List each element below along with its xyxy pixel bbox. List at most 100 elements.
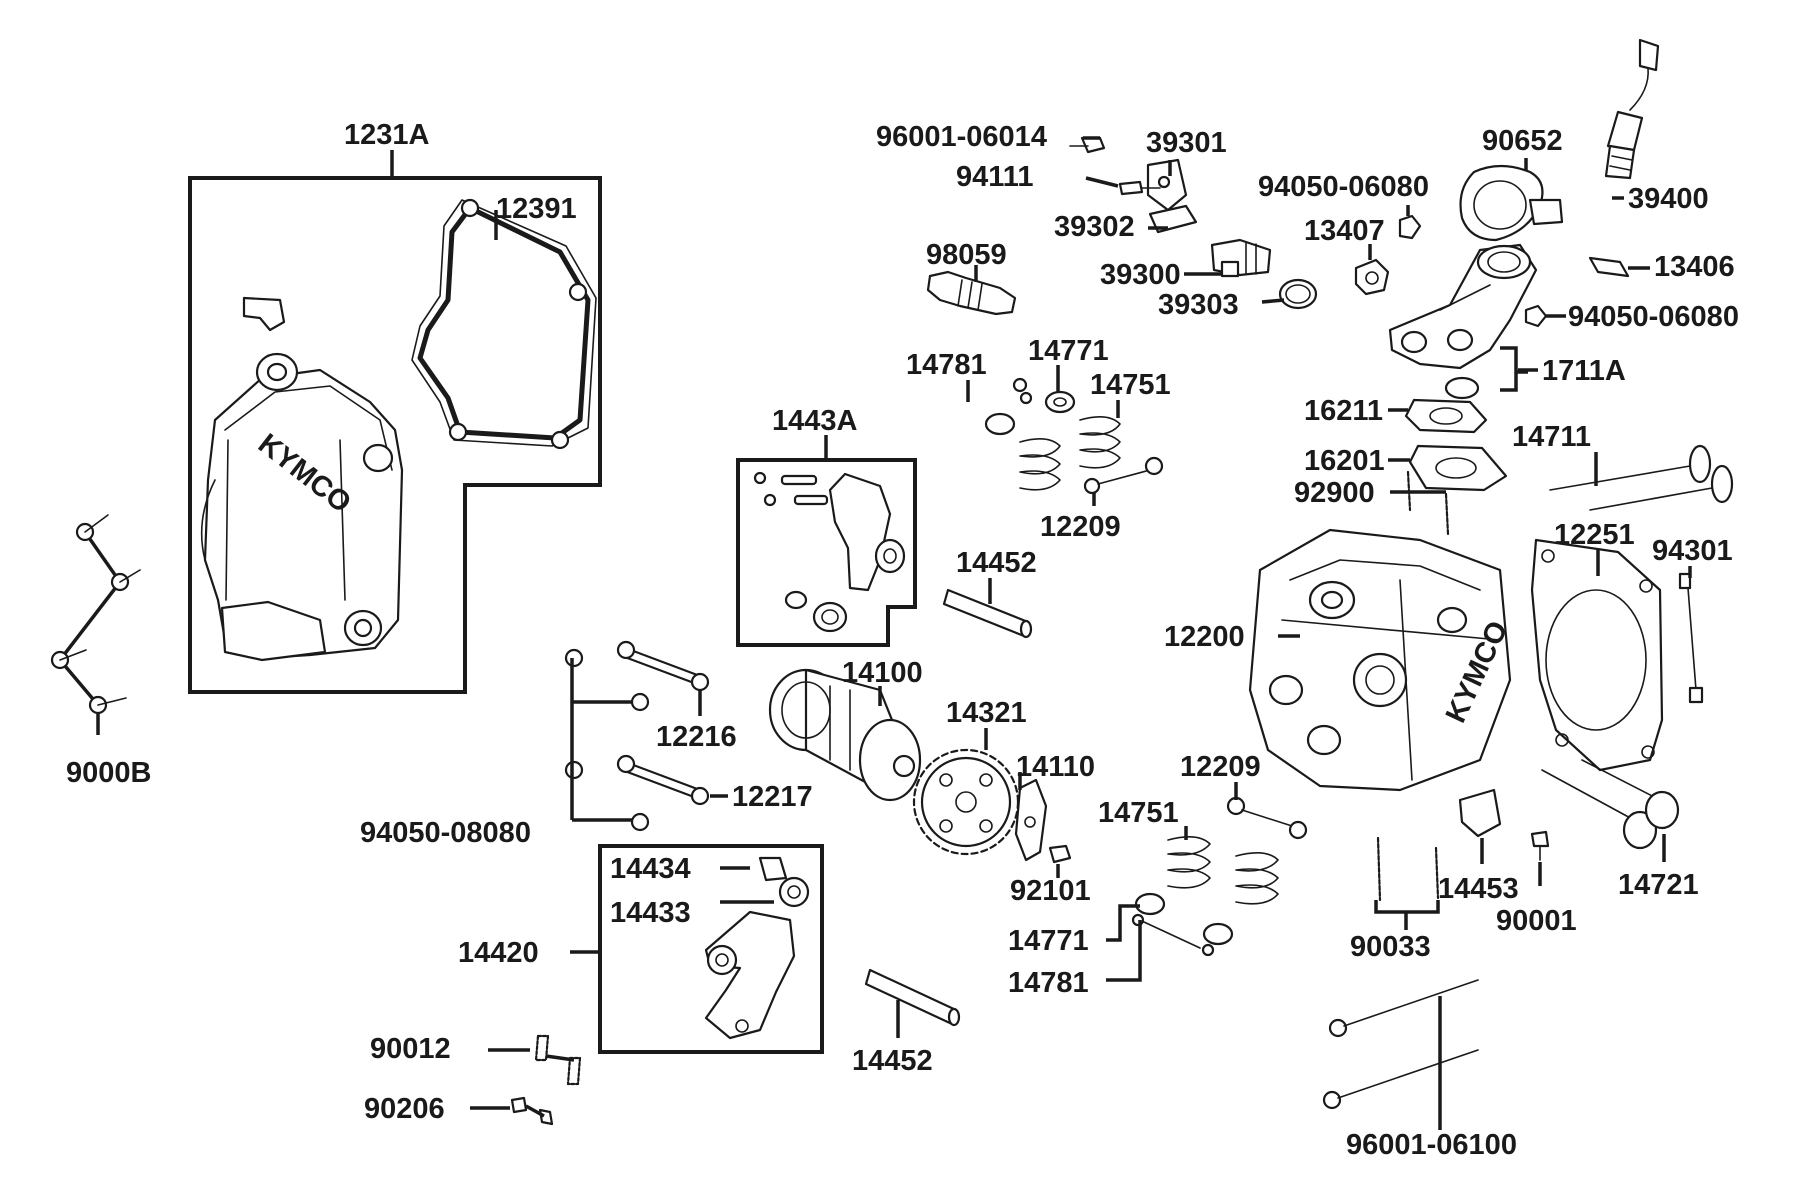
label-12216: 12216 [656, 721, 737, 753]
camshaft-14100 [768, 668, 922, 802]
label-9000B: 9000B [66, 757, 151, 789]
gasket-16211 [1404, 398, 1488, 434]
rocker-arm-14420 [704, 910, 796, 1040]
label-94111: 94111 [956, 161, 1033, 193]
bracket-13406 [1588, 256, 1630, 278]
label-14771-bottom: 14771 [1008, 925, 1089, 957]
clip-39302 [1148, 204, 1198, 234]
label-1711A: 1711A [1542, 355, 1626, 387]
bolt-92101 [1048, 844, 1072, 864]
label-90001: 90001 [1496, 905, 1577, 937]
cover-breather-elbow [242, 296, 286, 332]
leader-90206 [470, 1104, 545, 1118]
bolt-96001-06014 [1069, 136, 1106, 154]
label-39300: 39300 [1100, 259, 1181, 291]
collar-14434 [758, 856, 788, 882]
label-14781-bottom: 14781 [1008, 967, 1089, 999]
nut-94050-06080-side [1524, 304, 1548, 328]
sensor-13407 [1354, 258, 1390, 296]
springs-14751-bottom [1167, 836, 1279, 905]
label-14420: 14420 [458, 937, 539, 969]
cylinder-gasket-12251 [1530, 538, 1664, 772]
frame-14420 [598, 844, 824, 1054]
leader-94111 [1085, 176, 1119, 188]
label-1443A: 1443A [772, 405, 858, 437]
label-92900: 92900 [1294, 477, 1375, 509]
label-14434: 14434 [610, 853, 691, 885]
rocker-arm-1443A [753, 471, 906, 633]
label-14771-top: 14771 [1028, 335, 1109, 367]
retainer-14771-top [984, 390, 1076, 436]
retainers-14771-bottom [1131, 892, 1234, 957]
oring-39303 [1278, 278, 1318, 310]
label-39400: 39400 [1628, 183, 1709, 215]
label-14433: 14433 [610, 897, 691, 929]
bracket-1711A [1500, 346, 1528, 392]
label-39301: 39301 [1146, 127, 1227, 159]
cotter-14781-top [1012, 377, 1033, 405]
screws-90012 [534, 1034, 582, 1086]
insulator-16201 [1408, 444, 1508, 492]
frame-1231A [188, 176, 602, 694]
spark-plug-98059 [926, 270, 1017, 316]
label-96001-06100: 96001-06100 [1346, 1129, 1517, 1161]
label-14321: 14321 [946, 697, 1027, 729]
bracket-94050-08080 [570, 658, 632, 822]
seal-12209-bottom [1226, 796, 1308, 840]
label-14100: 14100 [842, 657, 923, 689]
label-14711: 14711 [1512, 421, 1591, 453]
throttle-body [1388, 243, 1538, 370]
leader-39303 [1261, 298, 1285, 304]
dowel-94301 [1678, 572, 1704, 704]
label-94301: 94301 [1652, 535, 1733, 567]
cover-bolts-9000B [50, 514, 141, 735]
label-90652: 90652 [1482, 125, 1563, 157]
label-12209-bottom: 12209 [1180, 751, 1261, 783]
cylinder-head-12200: KYMCO [1248, 528, 1514, 792]
label-90206: 90206 [364, 1093, 445, 1125]
label-39302: 39302 [1054, 211, 1135, 243]
throttle-clamp-90652 [1459, 164, 1564, 242]
frame-1443A [736, 458, 917, 647]
label-39303: 39303 [1158, 289, 1239, 321]
bracket-14771-14781 [1106, 904, 1142, 982]
screw-94111 [1118, 180, 1161, 196]
label-90012: 90012 [370, 1033, 451, 1065]
bracket-14453 [1458, 788, 1502, 838]
nut-94050-06080-top [1398, 214, 1422, 240]
label-12200: 12200 [1164, 621, 1245, 653]
pin-14452-bottom [864, 968, 961, 1027]
label-13406: 13406 [1654, 251, 1735, 283]
label-14452-bottom: 14452 [852, 1045, 933, 1077]
label-16211: 16211 [1304, 395, 1383, 427]
label-92101: 92101 [1010, 875, 1091, 907]
label-14453: 14453 [1438, 873, 1519, 905]
label-13407: 13407 [1304, 215, 1385, 247]
oring-1711A [1444, 376, 1480, 400]
label-98059: 98059 [926, 239, 1007, 271]
label-12209-top: 12209 [1040, 511, 1121, 543]
label-94050-06080-top: 94050-06080 [1258, 171, 1429, 203]
springs-14751-top [1019, 416, 1121, 491]
label-1231A: 1231A [344, 119, 430, 151]
cam-sprocket-14321 [912, 748, 1020, 856]
label-12251: 12251 [1554, 519, 1635, 551]
nuts-94050-08080 [564, 648, 650, 832]
bolt-90206 [510, 1096, 554, 1126]
label-94050-08080: 94050-08080 [360, 817, 531, 849]
label-14721: 14721 [1618, 869, 1699, 901]
bracket-90033 [1374, 900, 1440, 930]
label-94050-06080-side: 94050-06080 [1568, 301, 1739, 333]
leader-90012 [488, 1048, 575, 1062]
pin-14452-top [942, 588, 1033, 639]
label-14781-top: 14781 [906, 349, 987, 381]
bracket-12217 [616, 754, 710, 806]
valves-14711 [1549, 444, 1734, 511]
temp-sensor-39400 [1604, 38, 1660, 180]
label-14751-top: 14751 [1090, 369, 1171, 401]
label-14110: 14110 [1016, 751, 1095, 783]
bearing-14433 [778, 876, 810, 908]
through-bolts-96001-06100 [1322, 979, 1479, 1110]
label-12217: 12217 [732, 781, 813, 813]
